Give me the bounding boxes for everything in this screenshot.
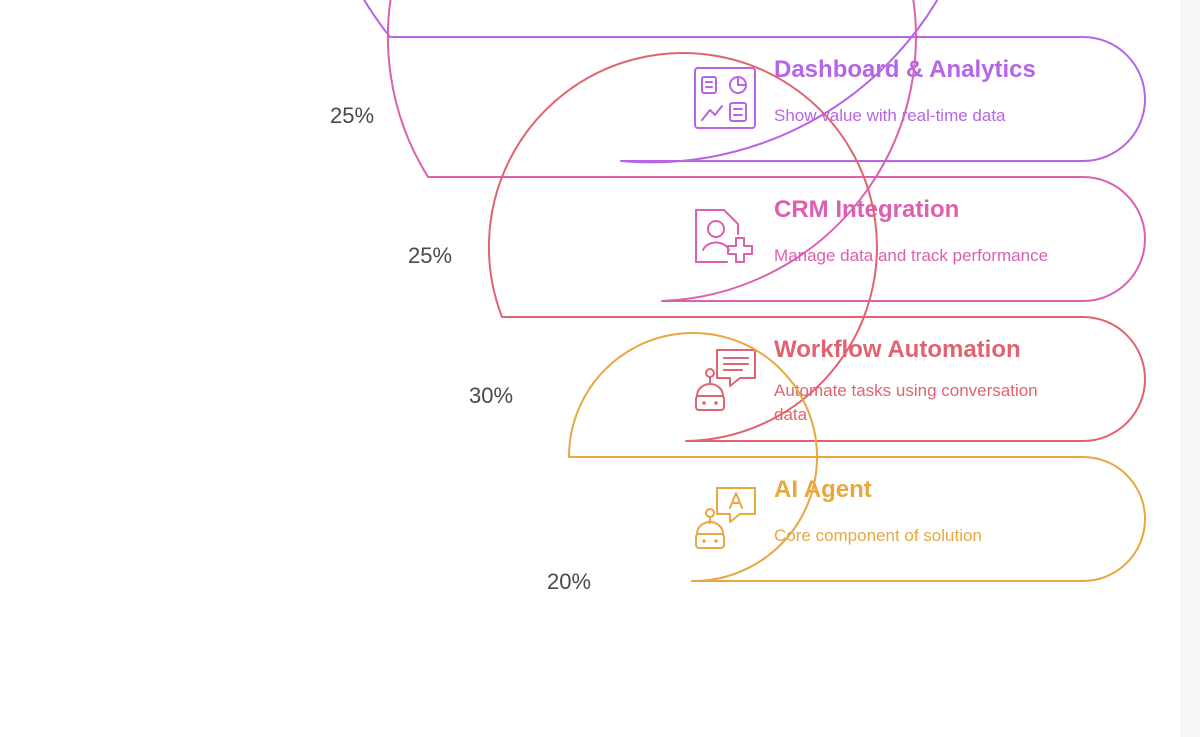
layer-agent: 20% AI Agent Core component of solution xyxy=(547,332,1146,594)
layer-dashboard-shape xyxy=(363,0,1146,164)
layer-dashboard-percent: 25% xyxy=(330,103,374,128)
layer-crm-shape xyxy=(386,0,1146,302)
layer-crm-description: Manage data and track performance xyxy=(774,246,1048,265)
layer-agent-description: Core component of solution xyxy=(774,526,982,545)
layer-dashboard-title: Dashboard & Analytics xyxy=(774,56,1036,83)
layer-agent-percent: 20% xyxy=(547,569,591,594)
layer-crm: 25% CRM Integration Manage data and trac… xyxy=(386,0,1146,302)
layer-agent-title: AI Agent xyxy=(774,476,872,503)
layer-workflow-shape xyxy=(487,52,1146,442)
layer-crm-title: CRM Integration xyxy=(774,196,959,223)
layer-dashboard: 25% Dashboard & Analytics Show value wit… xyxy=(330,0,1146,164)
dashboard-icon xyxy=(694,67,756,129)
crm-user-add-icon xyxy=(695,209,753,263)
layer-workflow-title: Workflow Automation xyxy=(774,336,1021,363)
layer-workflow-percent: 30% xyxy=(469,383,513,408)
layer-agent-shape xyxy=(568,332,1146,583)
layer-dashboard-description: Show value with real-time data xyxy=(774,106,1006,125)
layer-crm-percent: 25% xyxy=(408,243,452,268)
layer-workflow-description-line-1: Automate tasks using conversation xyxy=(774,381,1038,400)
robot-chat-icon xyxy=(695,349,756,411)
robot-ai-icon xyxy=(695,487,756,549)
layer-workflow-description-line-2: data xyxy=(774,405,808,424)
layer-workflow: 30% Workflow Automation Automate tasks u… xyxy=(469,52,1146,442)
edge-strip xyxy=(1180,0,1200,737)
